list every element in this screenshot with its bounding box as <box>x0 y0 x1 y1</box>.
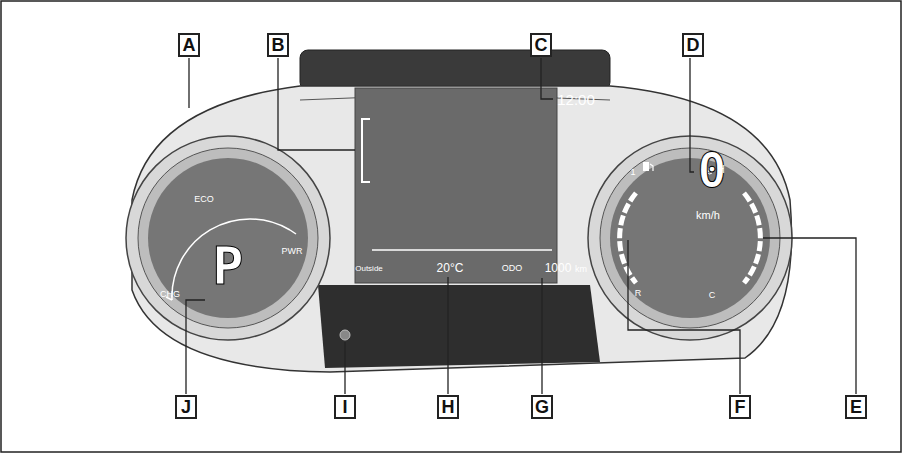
callout-letter: E <box>845 395 867 419</box>
gauge-mark: 1 <box>630 168 635 177</box>
callout-letter: B <box>267 33 289 57</box>
mode-label: ECO <box>194 195 214 204</box>
callout-letter: F <box>729 395 751 419</box>
mode-label: CHG <box>160 290 180 299</box>
callout-letter: H <box>437 395 459 419</box>
gauge-mark: R <box>635 289 642 298</box>
odometer-unit: km <box>575 265 587 274</box>
callout-letter: J <box>175 395 197 419</box>
callout-letter: A <box>178 33 200 57</box>
gauge-mark: C <box>709 291 716 300</box>
shift-position: P <box>212 240 243 292</box>
callout-letter: I <box>334 395 356 419</box>
callout-letter: C <box>530 33 552 57</box>
mode-label: PWR <box>282 247 303 256</box>
outside-label: Outside <box>355 265 383 273</box>
temperature-value: 20°C <box>437 262 464 274</box>
odometer-label: ODO <box>502 264 523 273</box>
speed-unit: km/h <box>696 210 720 221</box>
callout-letter: G <box>531 395 553 419</box>
clock: 12:00 <box>557 92 595 107</box>
gauge-mark: H <box>717 165 724 175</box>
callout-letter: D <box>682 33 704 57</box>
odometer-value: 1000 <box>545 262 572 274</box>
